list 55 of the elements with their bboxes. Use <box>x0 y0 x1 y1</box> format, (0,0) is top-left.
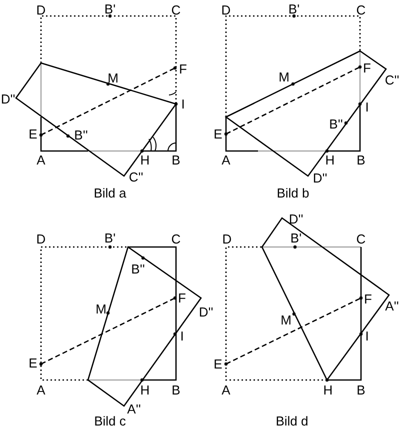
point-label: D'' <box>198 306 214 318</box>
point-label: I <box>180 330 184 342</box>
point-label: B <box>356 154 366 166</box>
point-label: H <box>140 384 150 396</box>
point-label: M <box>96 302 106 316</box>
point-label: C <box>171 232 181 246</box>
point-label: B <box>172 154 180 166</box>
point-label: A <box>222 384 230 396</box>
point-label: B' <box>104 232 116 244</box>
point-label: C <box>356 232 366 246</box>
point-label: B' <box>290 232 302 244</box>
point-label: B'' <box>329 118 343 130</box>
point-label: A <box>36 384 46 396</box>
point-label: M <box>108 72 118 84</box>
point-label: M <box>280 314 292 326</box>
point-label: D <box>221 4 231 16</box>
point-label: F <box>178 292 186 304</box>
point-label: F <box>363 62 371 74</box>
point-label: I <box>365 100 369 114</box>
point-label: Bild d <box>276 414 308 428</box>
point-label: A'' <box>385 300 399 312</box>
point-label: A'' <box>127 402 141 416</box>
point-label: H <box>325 154 335 166</box>
point-label: I <box>365 330 369 342</box>
point-label: D <box>222 232 232 246</box>
point-label: D <box>36 4 46 16</box>
point-label: I <box>181 98 185 110</box>
point-label: F <box>364 292 372 306</box>
point-label: A <box>36 154 46 166</box>
point-label: D'' <box>312 172 328 184</box>
point-label: M <box>278 70 290 84</box>
point-label: D'' <box>0 92 16 106</box>
point-label: B <box>172 384 180 396</box>
point-label: E <box>214 128 222 140</box>
point-label: F <box>179 62 187 76</box>
point-label: B' <box>288 2 300 16</box>
point-label: B'' <box>74 128 88 142</box>
figure-caption: Bild b <box>276 186 310 200</box>
point-label: C <box>171 4 181 16</box>
point-label: C <box>356 4 366 16</box>
point-label: D <box>36 232 46 246</box>
point-label: E <box>28 356 38 370</box>
point-label: C'' <box>128 170 144 184</box>
figure-caption: Bild a <box>94 186 126 200</box>
point-label: D'' <box>288 212 304 226</box>
point-label: B <box>356 384 366 396</box>
point-label: B'' <box>131 262 145 276</box>
point-label: E <box>214 358 222 370</box>
point-label: H <box>323 384 333 396</box>
point-label: A <box>222 154 230 166</box>
point-label: H <box>140 154 150 166</box>
point-label: C'' <box>384 74 400 86</box>
figure-caption: Bild c <box>94 414 126 428</box>
point-label: E <box>28 128 38 140</box>
point-label: B' <box>104 2 116 16</box>
